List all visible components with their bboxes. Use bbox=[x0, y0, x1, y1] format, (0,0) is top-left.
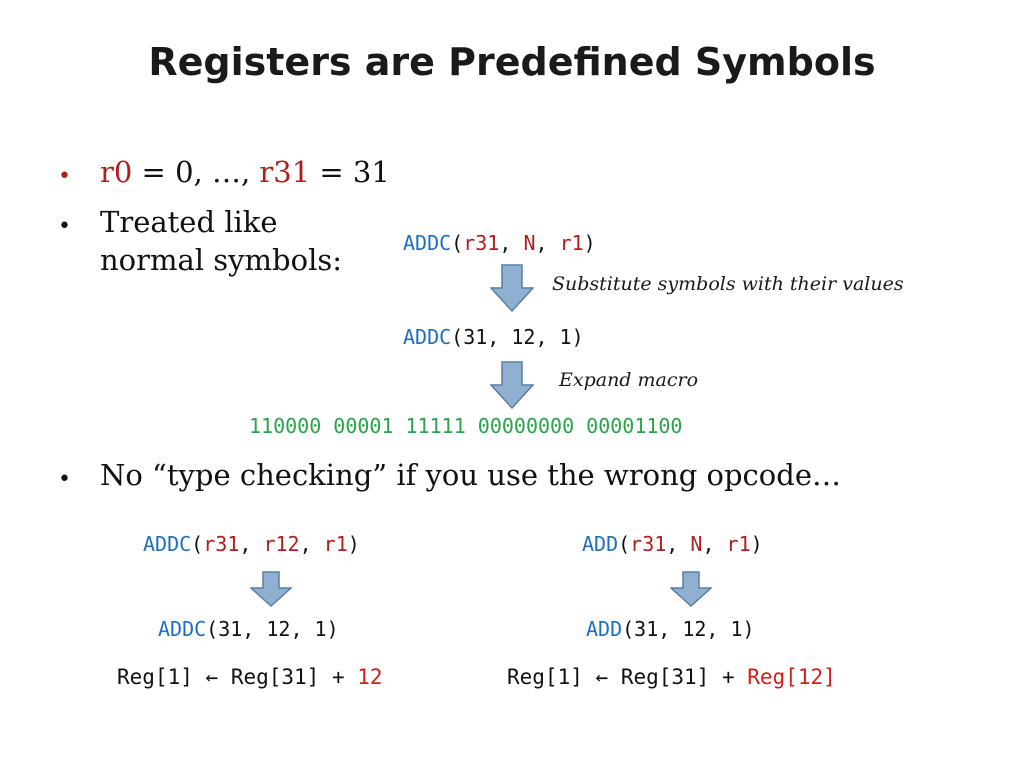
left-code-values: ADDC(31, 12, 1) bbox=[158, 617, 339, 641]
left-arrow-icon: ← bbox=[595, 665, 609, 689]
separator: , bbox=[299, 532, 324, 556]
equals-text: = 0, …, bbox=[132, 155, 260, 189]
note-substitute: Substitute symbols with their values bbox=[552, 273, 904, 295]
bullet-register-values: r0 = 0, …, r31 = 31 bbox=[100, 155, 390, 189]
formula-rhs: Reg[31] + bbox=[608, 665, 748, 689]
opcode: ADDC bbox=[403, 325, 452, 349]
arg-register: r31 bbox=[630, 532, 667, 556]
right-code-values: ADD(31, 12, 1) bbox=[586, 617, 755, 641]
down-arrow-icon bbox=[490, 361, 534, 409]
opcode: ADD bbox=[586, 617, 623, 641]
left-arrow-icon: ← bbox=[205, 665, 219, 689]
bullet-marker: • bbox=[58, 214, 71, 239]
arg-register: r31 bbox=[463, 231, 500, 255]
down-arrow-icon bbox=[670, 571, 712, 607]
paren: ( bbox=[191, 532, 204, 556]
bullet-marker: • bbox=[58, 164, 71, 189]
right-result-formula: Reg[1] ← Reg[31] + Reg[12] bbox=[507, 665, 836, 689]
note-expand-macro: Expand macro bbox=[559, 369, 699, 391]
paren: ( bbox=[451, 231, 464, 255]
arg-register: r1 bbox=[726, 532, 751, 556]
separator: , bbox=[666, 532, 691, 556]
formula-lhs: Reg[1] bbox=[507, 665, 596, 689]
args: (31, 12, 1) bbox=[206, 617, 339, 641]
down-arrow-icon bbox=[490, 264, 534, 312]
bullet-no-type-checking: No “type checking” if you use the wrong … bbox=[100, 458, 841, 492]
paren: ( bbox=[618, 532, 631, 556]
opcode: ADDC bbox=[143, 532, 192, 556]
arg-constant: N bbox=[523, 231, 536, 255]
register-r31: r31 bbox=[259, 155, 311, 189]
bullet-marker: • bbox=[58, 467, 71, 492]
code-addc-symbols: ADDC(r31, N, r1) bbox=[403, 231, 596, 255]
slide-title: Registers are Predefined Symbols bbox=[148, 40, 876, 84]
code-addc-values: ADDC(31, 12, 1) bbox=[403, 325, 584, 349]
opcode: ADDC bbox=[403, 231, 452, 255]
arg-register: r1 bbox=[559, 231, 584, 255]
paren: ) bbox=[583, 231, 596, 255]
paren: ) bbox=[750, 532, 763, 556]
right-code-symbols: ADD(r31, N, r1) bbox=[582, 532, 763, 556]
separator: , bbox=[499, 231, 524, 255]
separator: , bbox=[535, 231, 560, 255]
arg-register: r31 bbox=[203, 532, 240, 556]
formula-rhs: Reg[31] + bbox=[218, 665, 358, 689]
equals-text: = 31 bbox=[310, 155, 390, 189]
paren: ) bbox=[347, 532, 360, 556]
args: (31, 12, 1) bbox=[451, 325, 584, 349]
arg-register: r1 bbox=[323, 532, 348, 556]
register-r0: r0 bbox=[100, 155, 133, 189]
left-code-symbols: ADDC(r31, r12, r1) bbox=[143, 532, 360, 556]
formula-register-term: Reg[12] bbox=[747, 665, 836, 689]
binary-encoding: 110000 00001 11111 00000000 00001100 bbox=[249, 414, 683, 438]
arg-constant: N bbox=[690, 532, 703, 556]
separator: , bbox=[239, 532, 264, 556]
bullet-treated-line2: normal symbols: bbox=[100, 243, 342, 277]
args: (31, 12, 1) bbox=[622, 617, 755, 641]
opcode: ADD bbox=[582, 532, 619, 556]
arg-register: r12 bbox=[263, 532, 300, 556]
formula-constant-term: 12 bbox=[357, 665, 383, 689]
bullet-treated-line1: Treated like bbox=[100, 205, 278, 239]
formula-lhs: Reg[1] bbox=[117, 665, 206, 689]
opcode: ADDC bbox=[158, 617, 207, 641]
left-result-formula: Reg[1] ← Reg[31] + 12 bbox=[117, 665, 383, 689]
down-arrow-icon bbox=[250, 571, 292, 607]
separator: , bbox=[702, 532, 727, 556]
